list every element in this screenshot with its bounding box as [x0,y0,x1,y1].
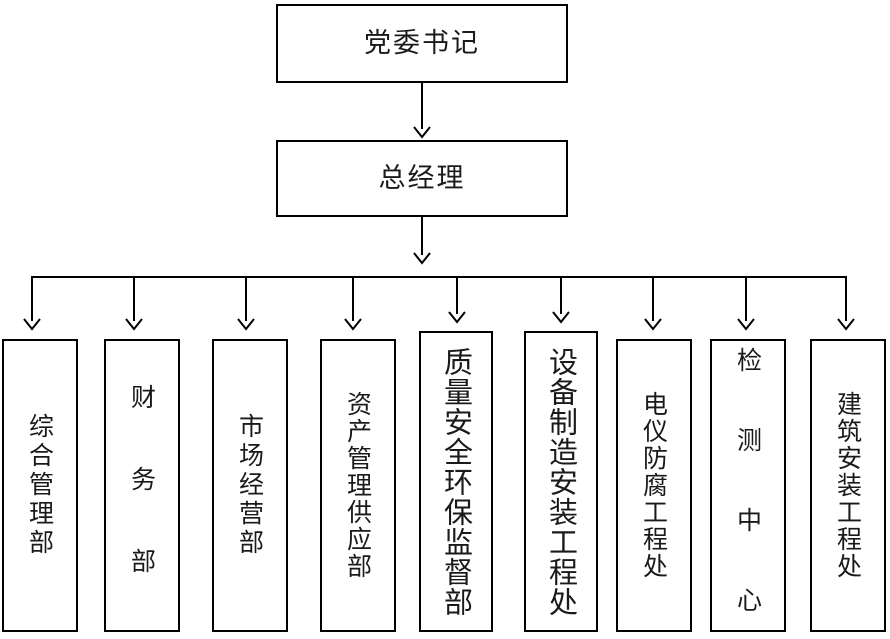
node-department-2[interactable]: 财 务 部 [104,339,180,632]
node-department-6[interactable]: 设备制造安装工程处 [524,331,598,632]
node-department-6-label: 设备制造安装工程处 [544,346,579,617]
node-department-4-label: 资产管理供应部 [343,391,373,580]
node-department-1[interactable]: 综合管理部 [2,339,78,632]
node-department-9-label: 建筑安装工程处 [833,391,863,580]
node-department-3-label: 市场经营部 [235,413,265,558]
node-department-5-label: 质量安全环保监督部 [439,346,474,617]
node-department-7-label: 电仪防腐工程处 [639,391,669,580]
node-department-7[interactable]: 电仪防腐工程处 [616,339,692,632]
node-general-manager-label: 总经理 [378,163,466,194]
drop-stem-3 [245,276,247,321]
node-party-secretary-label: 党委书记 [364,28,480,59]
connector-manager-to-bus-stem [421,217,423,255]
node-department-8-label: 检 测 中 心 [733,346,763,625]
node-party-secretary[interactable]: 党委书记 [276,4,568,83]
drop-stem-2 [133,276,135,321]
node-department-5[interactable]: 质量安全环保监督部 [419,331,493,632]
arrow-to-department-3 [237,318,255,331]
connector-secretary-to-manager-stem [421,83,423,129]
arrow-to-department-9 [837,318,855,331]
arrow-manager-to-bus [413,252,431,265]
arrow-to-department-6 [552,311,570,324]
node-department-1-label: 综合管理部 [25,413,55,558]
node-department-9[interactable]: 建筑安装工程处 [810,339,886,632]
drop-stem-4 [352,276,354,321]
arrow-to-department-4 [344,318,362,331]
drop-stem-8 [745,276,747,321]
arrow-to-department-8 [737,318,755,331]
arrow-secretary-to-manager [413,126,431,139]
drop-stem-6 [560,276,562,314]
drop-stem-7 [652,276,654,321]
node-department-4[interactable]: 资产管理供应部 [320,339,396,632]
node-department-2-label: 财 务 部 [127,384,157,587]
arrow-to-department-7 [644,318,662,331]
drop-stem-1 [31,276,33,321]
node-general-manager[interactable]: 总经理 [276,140,568,217]
distribution-bus-line [31,276,845,278]
drop-stem-9 [845,276,847,321]
node-department-3[interactable]: 市场经营部 [212,339,288,632]
node-department-8[interactable]: 检 测 中 心 [710,339,786,632]
drop-stem-5 [456,276,458,314]
arrow-to-department-1 [23,318,41,331]
arrow-to-department-5 [448,311,466,324]
arrow-to-department-2 [125,318,143,331]
